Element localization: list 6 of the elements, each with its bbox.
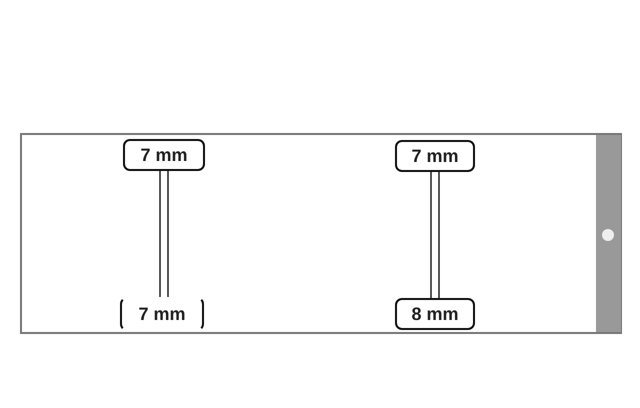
size-label: 7 mm: [120, 297, 204, 331]
fastener-stem: [159, 170, 169, 298]
size-label: 8 mm: [395, 298, 475, 330]
size-label: 7 mm: [395, 140, 475, 172]
fastener-stem: [430, 171, 440, 299]
size-label: 7 mm: [123, 139, 205, 171]
